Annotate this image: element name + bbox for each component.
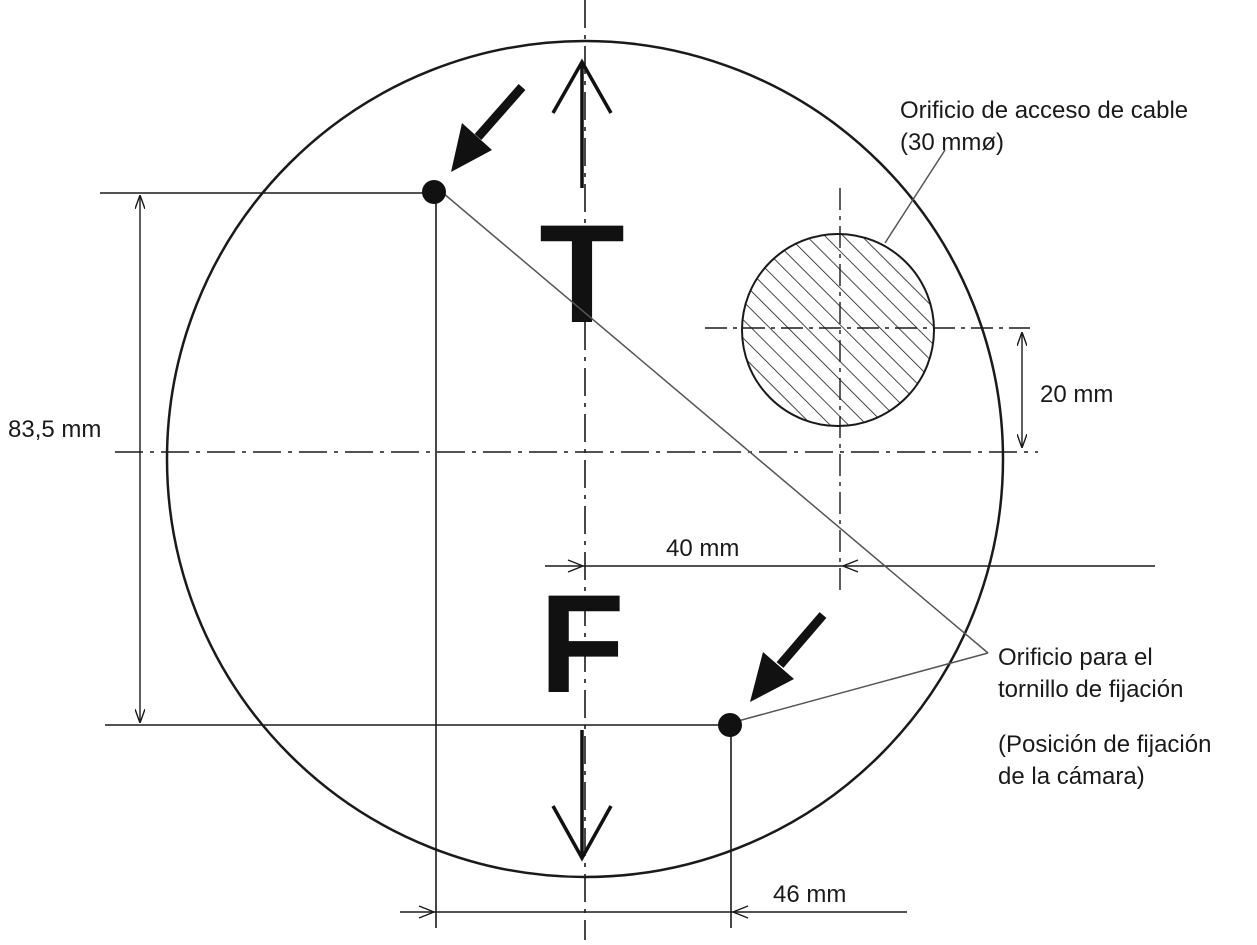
dimension-40-arrow-right: [841, 559, 859, 573]
screw-hole-top: [422, 180, 446, 204]
camera-position-label-line2: de la cámara): [998, 763, 1145, 790]
screw-hole-label-line1: Orificio para el: [998, 644, 1153, 671]
dimension-46-arrow-right: [731, 905, 749, 919]
cable-access-hole: [741, 233, 935, 427]
camera-position-label-line1: (Posición de fijación: [998, 731, 1211, 758]
cable-hole-size: (30 mmø): [900, 129, 1004, 156]
direction-arrow-down-icon: [551, 730, 613, 862]
dimension-40-label: 40 mm: [666, 535, 739, 562]
leader-screw-top: [442, 192, 989, 654]
leader-cable-hole: [884, 149, 946, 244]
dimension-46-arrow-left: [418, 905, 436, 919]
cable-hole-title: Orificio de acceso de cable: [900, 97, 1188, 124]
screw-bottom-pointer-arrow-icon: [750, 612, 827, 702]
letter-top: T: [539, 195, 625, 352]
leader-screw-bottom: [737, 652, 989, 722]
screw-top-pointer-arrow-icon: [451, 84, 526, 172]
screw-hole-bottom: [718, 713, 742, 737]
screw-hole-label-line2: tornillo de fijación: [998, 676, 1183, 703]
letter-front: F: [539, 565, 625, 722]
dimension-20-label: 20 mm: [1040, 381, 1113, 408]
dimension-40-arrow-left: [567, 559, 585, 573]
dimension-46-label: 46 mm: [773, 881, 846, 908]
dimension-83-5-label: 83,5 mm: [8, 416, 101, 443]
direction-arrow-up-icon: [551, 58, 613, 188]
